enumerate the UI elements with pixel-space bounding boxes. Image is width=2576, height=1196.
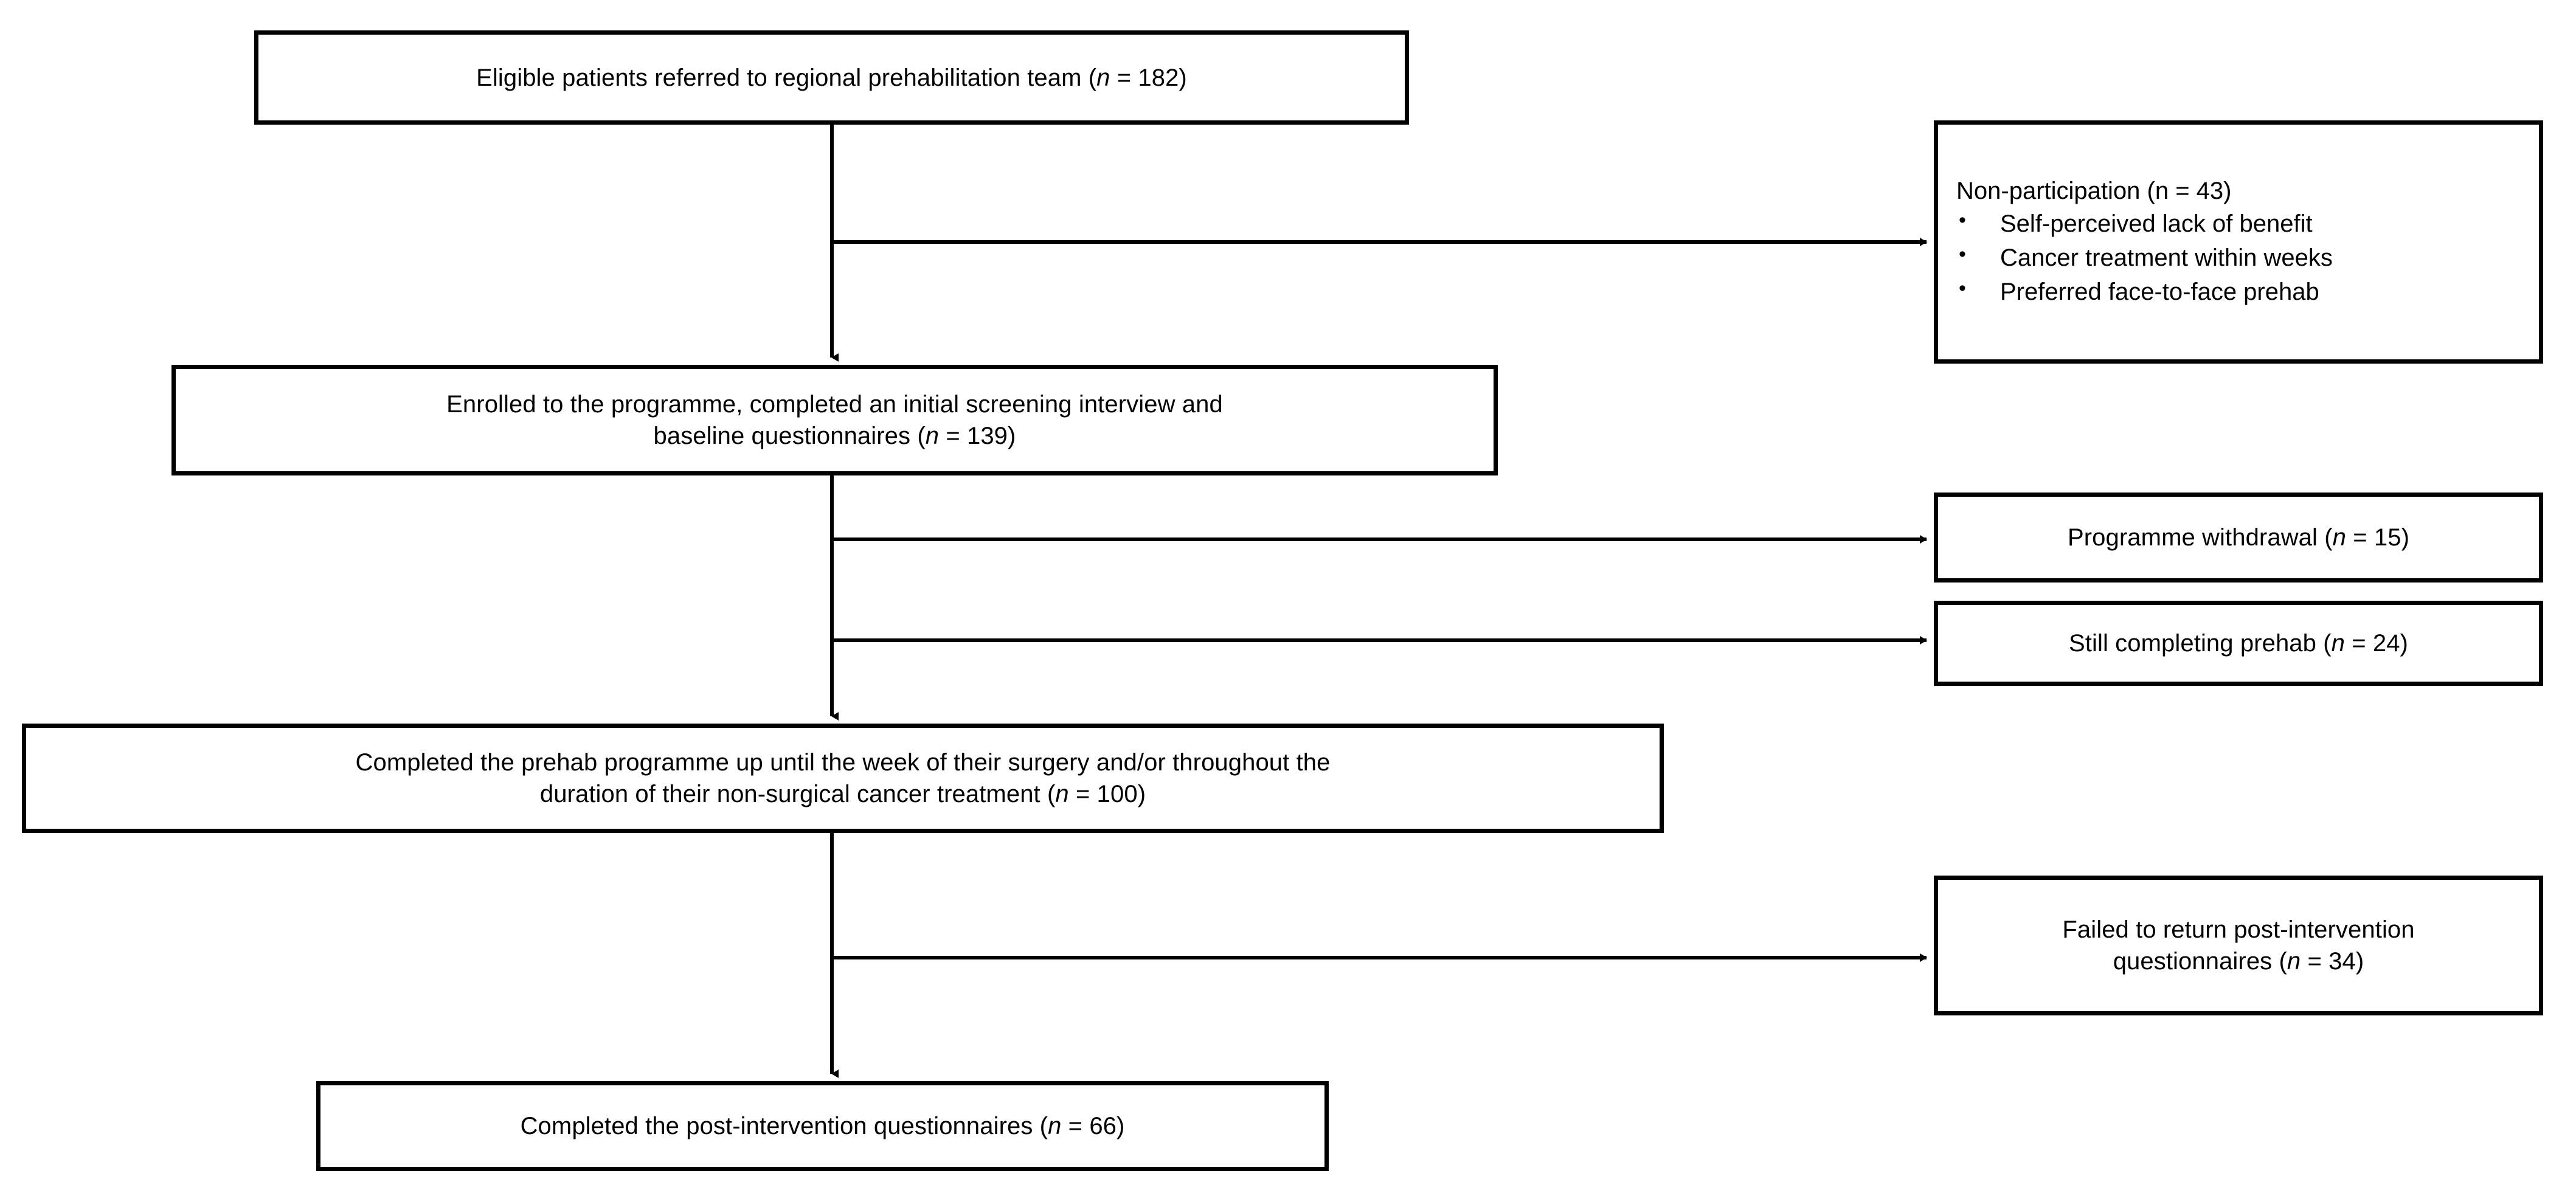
node-completed-post-text: Completed the post-intervention question… — [505, 1110, 1141, 1142]
node-completed-post-text-after: = 66) — [1061, 1113, 1125, 1139]
node-still-completing-italic-n: n — [2331, 630, 2345, 657]
node-still-completing: Still completing prehab (n = 24) — [1934, 601, 2543, 686]
node-withdrawal-italic-n: n — [2332, 524, 2347, 551]
node-enrolled-text: Enrolled to the programme, completed an … — [431, 389, 1239, 452]
node-completed-prehab-italic-n: n — [1055, 781, 1069, 807]
node-failed-return-line2-before: questionnaires ( — [2113, 948, 2287, 975]
node-completed-prehab-line2-after: = 100) — [1068, 781, 1146, 807]
node-failed-return-line2-after: = 34) — [2301, 948, 2364, 975]
node-referred-text: Eligible patients referred to regional p… — [460, 62, 1203, 94]
node-enrolled-line1: Enrolled to the programme, completed an … — [446, 391, 1223, 418]
node-failed-return-italic-n: n — [2287, 948, 2301, 975]
node-completed-prehab-line1: Completed the prehab programme up until … — [355, 749, 1331, 776]
node-still-completing-text: Still completing prehab (n = 24) — [2053, 627, 2424, 659]
node-completed-prehab: Completed the prehab programme up until … — [22, 724, 1664, 833]
non-participation-reason-3: Preferred face-to-face prehab — [2000, 278, 2319, 306]
node-completed-post: Completed the post-intervention question… — [316, 1081, 1329, 1171]
list-item: Self-perceived lack of benefit — [1938, 206, 2333, 241]
node-withdrawal-text: Programme withdrawal (n = 15) — [2052, 522, 2425, 553]
node-withdrawal-text-before: Programme withdrawal ( — [2067, 524, 2333, 551]
node-enrolled: Enrolled to the programme, completed an … — [171, 365, 1498, 475]
non-participation-reason-1: Self-perceived lack of benefit — [2000, 210, 2313, 238]
node-non-participation-italic-n: n — [2155, 177, 2169, 204]
node-completed-prehab-text: Completed the prehab programme up until … — [340, 747, 1346, 810]
node-enrolled-line2-after: = 139) — [939, 423, 1016, 449]
node-referred-italic-n: n — [1096, 64, 1110, 91]
node-non-participation-title: Non-participation (n = 43) — [1938, 175, 2231, 207]
node-referred: Eligible patients referred to regional p… — [254, 30, 1409, 125]
node-failed-return-text: Failed to return post-intervention questi… — [2046, 914, 2430, 977]
node-still-completing-text-after: = 24) — [2344, 630, 2408, 657]
node-enrolled-line2-before: baseline questionnaires ( — [653, 423, 926, 449]
node-withdrawal: Programme withdrawal (n = 15) — [1934, 493, 2543, 582]
node-completed-post-italic-n: n — [1048, 1113, 1062, 1139]
node-non-participation: Non-participation (n = 43) Self-perceive… — [1934, 120, 2543, 364]
node-completed-prehab-line2-before: duration of their non-surgical cancer tr… — [539, 781, 1056, 807]
non-participation-reason-2: Cancer treatment within weeks — [2000, 244, 2333, 272]
list-item: Cancer treatment within weeks — [1938, 240, 2333, 275]
node-referred-text-before: Eligible patients referred to regional p… — [476, 64, 1097, 91]
node-non-participation-title-before: Non-participation ( — [1956, 177, 2155, 204]
node-non-participation-title-after: = 43) — [2169, 177, 2232, 204]
node-withdrawal-text-after: = 15) — [2346, 524, 2410, 551]
non-participation-reason-list: Self-perceived lack of benefit Cancer tr… — [1938, 206, 2333, 309]
node-enrolled-italic-n: n — [925, 423, 940, 449]
node-failed-return-line1: Failed to return post-intervention — [2062, 916, 2415, 943]
node-completed-post-text-before: Completed the post-intervention question… — [520, 1113, 1048, 1139]
node-failed-return: Failed to return post-intervention questi… — [1934, 876, 2543, 1015]
node-referred-text-after: = 182) — [1110, 64, 1187, 91]
node-still-completing-text-before: Still completing prehab ( — [2069, 630, 2332, 657]
list-item: Preferred face-to-face prehab — [1938, 274, 2333, 309]
